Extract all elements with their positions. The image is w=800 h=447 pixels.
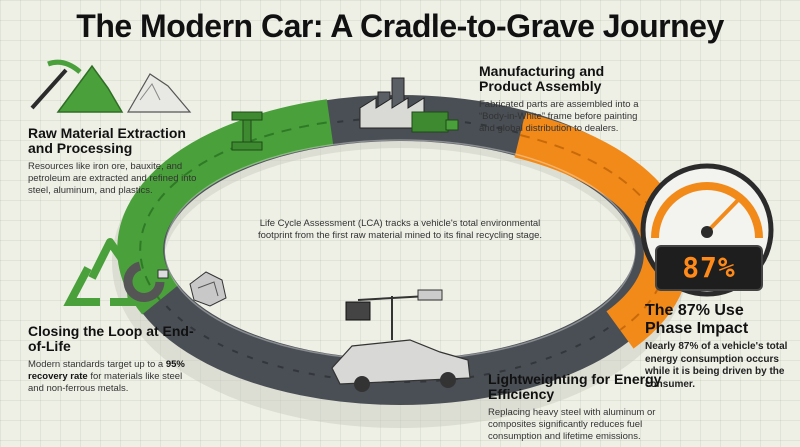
stage-raw-material: Raw Material Extraction and Processing R… <box>28 125 208 196</box>
center-lca-text: Life Cycle Assessment (LCA) tracks a veh… <box>257 218 543 242</box>
magnet-scrap-icon <box>123 261 227 307</box>
ore-pile-icon <box>126 73 192 113</box>
balance-scale-icon <box>345 289 443 340</box>
car-body-icon <box>331 339 471 392</box>
pickaxe-mountain-icon <box>30 59 124 113</box>
desc-text: for materials like steel and non-ferrous… <box>28 370 183 394</box>
desc-text: Modern standards target up to a <box>28 358 166 370</box>
steel-beam-icon <box>231 111 263 151</box>
stage-description: Modern standards target up to a 95% reco… <box>28 359 198 395</box>
stage-title: The 87% Use Phase Impact <box>645 302 749 337</box>
factory-icon <box>359 77 459 133</box>
recovery-rate-highlight: 95% recovery rate <box>28 358 185 382</box>
stage-description: Fabricated parts are assembled into a “B… <box>479 98 639 134</box>
stage-title: Manufacturing and Product Assembly <box>479 63 605 95</box>
stage-lightweighting: Lightweighting for Energy Efficiency Rep… <box>488 371 668 442</box>
page-title: The Modern Car: A Cradle-to-Grave Journe… <box>76 8 724 44</box>
stage-title: Closing the Loop at End-of-Life <box>28 323 194 355</box>
stage-description: Replacing heavy steel with aluminum or c… <box>488 406 656 442</box>
stage-description: Resources like iron ore, bauxite, and pe… <box>28 160 197 196</box>
stage-end-of-life: Closing the Loop at End-of-Life Modern s… <box>28 323 198 395</box>
stage-title: Lightweighting for Energy Efficiency <box>488 371 662 403</box>
stage-description: Nearly 87% of a vehicle's total energy c… <box>645 341 788 390</box>
stage-use-phase: The 87% Use Phase Impact Nearly 87% of a… <box>645 302 795 391</box>
stage-manufacturing: Manufacturing and Product Assembly Fabri… <box>479 63 654 134</box>
stage-title: Raw Material Extraction and Processing <box>28 125 186 157</box>
gauge-readout: 87% <box>655 245 763 291</box>
